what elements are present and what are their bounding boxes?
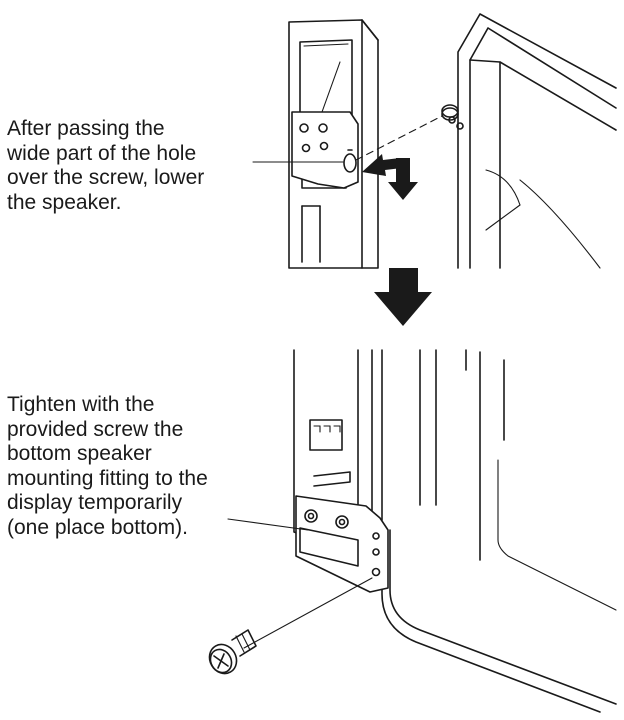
bottom-illustration bbox=[208, 349, 617, 713]
top-step-caption: After passing the wide part of the hole … bbox=[7, 117, 205, 214]
speaker-lower bbox=[293, 349, 383, 561]
motion-arrow-icon bbox=[362, 154, 418, 200]
provided-screw-icon bbox=[208, 629, 257, 675]
screw-guide-line bbox=[243, 577, 373, 649]
bottom-mounting-fitting bbox=[295, 495, 389, 593]
bottom-caption-leader-line bbox=[227, 518, 309, 531]
display-panel bbox=[457, 13, 617, 269]
bottom-step-caption: Tighten with the provided screw the bott… bbox=[7, 393, 208, 539]
display-screw-icon bbox=[441, 104, 464, 130]
keyhole-icon bbox=[343, 149, 357, 173]
top-illustration bbox=[252, 13, 617, 269]
down-arrow-icon bbox=[374, 268, 432, 326]
alignment-dashed-line bbox=[355, 115, 443, 161]
top-mounting-bracket bbox=[291, 111, 359, 189]
display-lower bbox=[381, 349, 617, 713]
